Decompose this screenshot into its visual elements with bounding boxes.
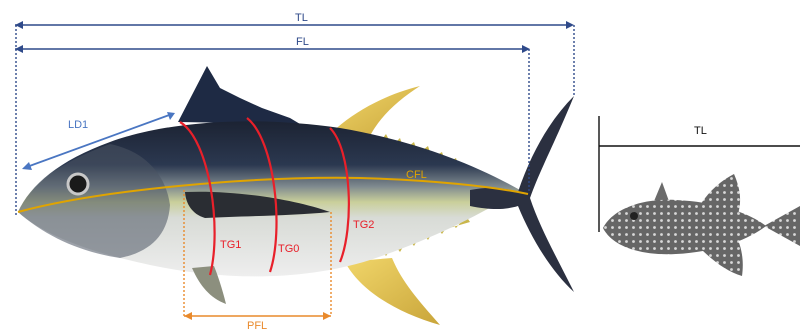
tuna-eye	[68, 174, 88, 194]
caudal-fin	[470, 96, 574, 292]
tl-label: TL	[295, 12, 308, 24]
triggerfish-eye	[630, 212, 638, 220]
triggerfish-tail	[764, 206, 800, 246]
triggerfish-body	[603, 200, 766, 254]
first-dorsal-fin	[178, 66, 300, 124]
triggerfish-illustration	[603, 174, 800, 276]
ld1-label: LD1	[68, 119, 88, 131]
cfl-label: CFL	[406, 169, 427, 181]
tg0-label: TG0	[278, 243, 299, 255]
tg2-label: TG2	[353, 219, 374, 231]
anal-fin	[345, 258, 440, 325]
tg1-label: TG1	[220, 239, 241, 251]
tl-small-label: TL	[694, 125, 707, 137]
pfl-label: PFL	[247, 320, 267, 332]
fl-label: FL	[296, 36, 309, 48]
